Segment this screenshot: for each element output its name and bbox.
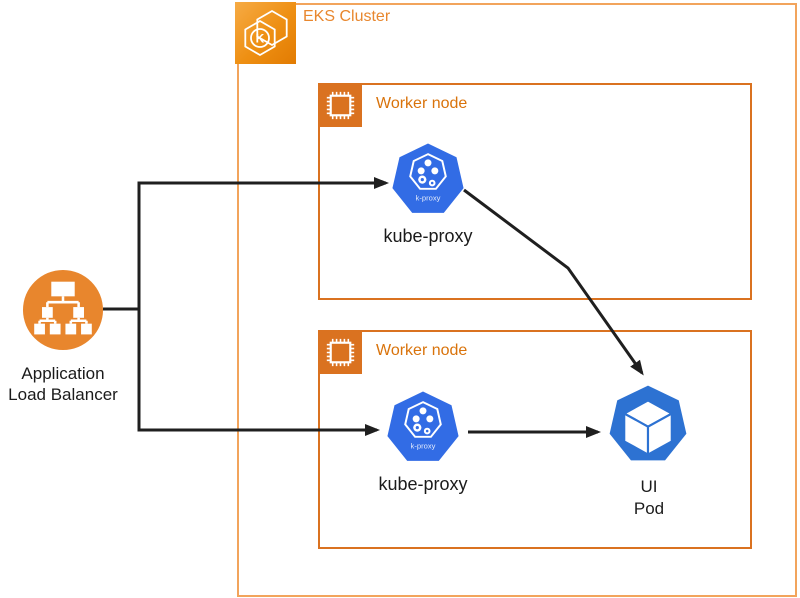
eks-cluster-box [237,3,797,597]
worker-node-2-icon [319,331,362,374]
eks-service-icon: K [235,2,296,64]
kube-proxy-2-icon: k-proxy [385,390,461,466]
ui-pod-label-line1: UI [640,477,658,496]
pod-cube-icon [609,385,687,461]
alb-label-line2: Load Balancer [8,385,118,404]
ui-pod-icon [607,384,689,466]
cpu-chip-icon [326,91,355,120]
kube-proxy-1-label: kube-proxy [383,226,473,246]
worker-node-1-icon [319,84,362,127]
worker-node-1-box [318,83,752,300]
worker-node-1-label: Worker node [376,95,468,112]
kube-proxy-2-label: kube-proxy [378,474,468,494]
eks-cluster-label: EKS Cluster [303,8,391,25]
alb-label-line1: Application [21,364,105,383]
kube-proxy-2-icon-text: k-proxy [411,442,436,451]
eks-icon-letter: K [256,32,265,46]
ui-pod-label-line2: Pod [633,499,665,518]
load-balancer-tree-icon [22,269,104,351]
cpu-chip-icon [326,338,355,367]
eks-hexagon-k-icon: K [244,9,288,57]
worker-node-2-label: Worker node [376,342,468,359]
kube-proxy-1-icon-text: k-proxy [416,194,441,203]
alb-label: Application Load Balancer [8,363,118,405]
ui-pod-label: UI Pod [634,476,664,520]
alb-icon [22,269,104,351]
kube-proxy-1-icon: k-proxy [390,142,466,218]
kubernetes-proxy-icon: k-proxy [387,391,459,461]
kubernetes-proxy-icon: k-proxy [392,143,464,213]
